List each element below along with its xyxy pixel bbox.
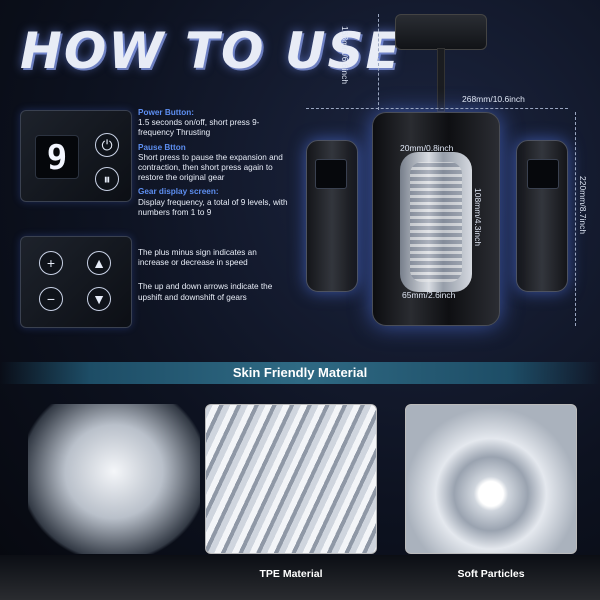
gear-text: Display frequency, a total of 9 levels, … xyxy=(138,197,288,217)
plus-icon[interactable]: + xyxy=(39,251,63,275)
right-mini-panel xyxy=(527,159,559,189)
page-title: HOW TO USE xyxy=(20,22,402,80)
dim-width: 268mm/10.6inch xyxy=(462,94,525,104)
pause-text: Short press to pause the expansion and c… xyxy=(138,152,283,183)
speed-control-panel: + ▲ − ▼ xyxy=(20,236,132,328)
tpe-material-photo xyxy=(205,404,377,554)
gear-heading: Gear display screen: xyxy=(138,187,219,197)
sleeve xyxy=(400,152,472,292)
right-handle xyxy=(516,140,568,292)
height-total-line xyxy=(575,112,576,326)
instructions-block-2: The plus minus sign indicates an increas… xyxy=(138,248,288,317)
dim-sleeve-length: 108mm/4.3inch xyxy=(473,188,483,247)
gear-display: 9 xyxy=(35,135,79,179)
dim-inner-diameter: 20mm/0.8inch xyxy=(400,143,454,153)
dim-sleeve-width: 65mm/2.6inch xyxy=(402,290,456,300)
dim-height-total: 220mm/8.7inch xyxy=(578,176,588,235)
height-top-line xyxy=(378,14,379,110)
dim-height-top: 168mm/6.6inch xyxy=(340,26,350,85)
material-banner: Skin Friendly Material xyxy=(0,362,600,384)
ground xyxy=(0,555,600,600)
width-line xyxy=(306,108,568,109)
left-handle xyxy=(306,140,358,292)
plus-minus-text: The plus minus sign indicates an increas… xyxy=(138,248,257,268)
pause-heading: Pause Btton xyxy=(138,142,186,152)
caption-particles: Soft Particles xyxy=(457,568,525,580)
sleeve-photo xyxy=(28,404,200,554)
down-arrow-icon[interactable]: ▼ xyxy=(87,287,111,311)
instructions-block: Power Button: 1.5 seconds on/off, short … xyxy=(138,108,288,222)
minus-icon[interactable]: − xyxy=(39,287,63,311)
phone-mount xyxy=(395,14,487,50)
up-arrow-icon[interactable]: ▲ xyxy=(87,251,111,275)
soft-particles-photo xyxy=(405,404,577,554)
display-control-panel: 9 ⏻ ⏸ xyxy=(20,110,132,202)
caption-tpe: TPE Material xyxy=(259,568,323,580)
mount-pole xyxy=(437,48,445,112)
pause-icon[interactable]: ⏸ xyxy=(95,167,119,191)
arrows-text: The up and down arrows indicate the upsh… xyxy=(138,282,273,302)
power-icon[interactable]: ⏻ xyxy=(95,133,119,157)
left-mini-panel xyxy=(315,159,347,189)
power-heading: Power Button: xyxy=(138,108,194,117)
power-text: 1.5 seconds on/off, short press 9-freque… xyxy=(138,118,260,138)
